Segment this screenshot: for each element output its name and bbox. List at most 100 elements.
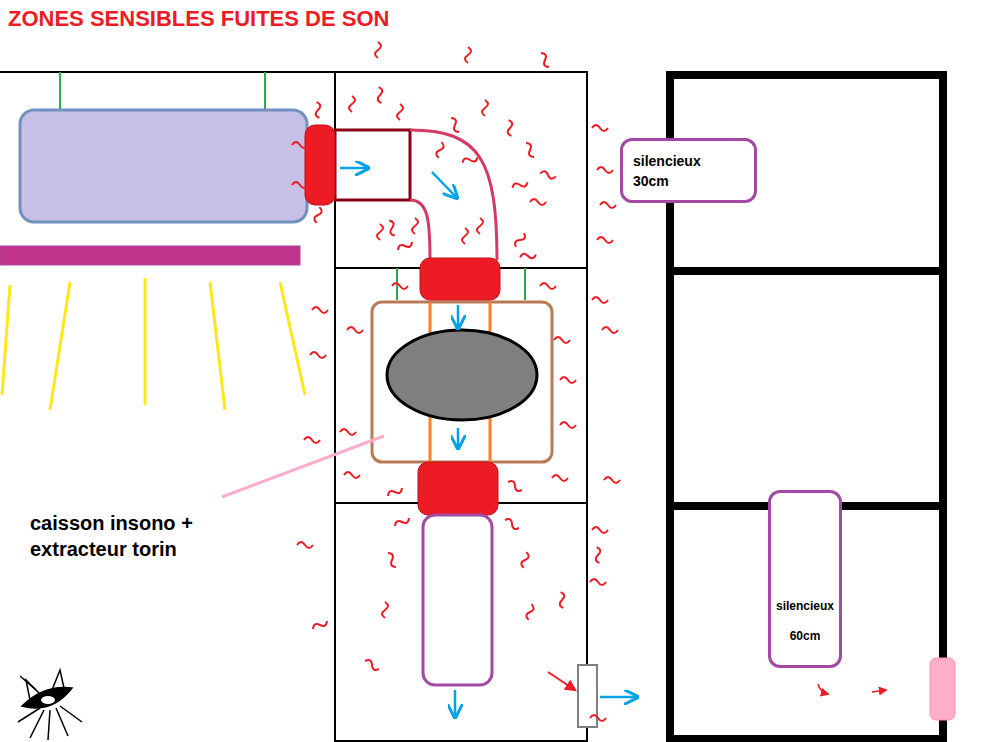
collar — [418, 462, 498, 515]
sound-leak-mark — [436, 142, 445, 159]
sound-leak-mark — [597, 167, 613, 173]
collar — [420, 258, 500, 300]
sound-leak-mark — [511, 179, 528, 190]
sound-leak-mark — [482, 100, 488, 116]
lamp-reflector — [20, 110, 307, 222]
sound-leak-mark — [552, 475, 568, 481]
hanger — [264, 72, 266, 110]
sound-leak-mark — [344, 472, 360, 478]
sound-leak-mark — [592, 527, 608, 533]
hanger — [59, 72, 61, 110]
airflow-arrow — [432, 172, 456, 197]
sound-leak-mark — [465, 47, 471, 63]
sound-leak-mark — [385, 552, 398, 569]
sound-leak-mark — [382, 602, 388, 618]
sound-leak-mark — [412, 218, 418, 234]
vent-grille — [930, 658, 955, 720]
flexible-duct — [410, 200, 430, 260]
sound-leak-mark — [314, 207, 323, 224]
collar — [305, 125, 500, 515]
sound-leak-mark — [292, 142, 308, 148]
sound-leak-mark — [526, 604, 535, 621]
leak-arrow — [818, 684, 828, 694]
sound-leak-mark — [520, 252, 537, 261]
light-rays — [2, 278, 305, 410]
light-rays — [280, 282, 305, 395]
cat-signature — [56, 708, 68, 736]
sound-leak-mark — [504, 517, 521, 530]
cat-signature — [41, 696, 55, 704]
sound-leak-mark — [312, 307, 328, 313]
sound-leak-mark — [523, 142, 536, 159]
sound-leak-mark — [387, 485, 404, 498]
sound-leak-mark — [594, 547, 603, 564]
leader-line — [222, 436, 384, 497]
sound-leak-mark — [304, 437, 320, 443]
sound-leak-mark — [349, 96, 355, 112]
leak-arrow — [872, 690, 886, 692]
sound-leak-mark — [602, 327, 618, 333]
airflow-arrow — [454, 690, 457, 716]
silencer-box: silencieux 60cm — [768, 490, 842, 668]
sound-leak-mark — [538, 52, 551, 69]
sound-leak-mark — [530, 199, 546, 205]
sound-leak-mark — [554, 337, 570, 343]
sound-leak-mark — [513, 232, 526, 249]
cat-signature — [18, 708, 40, 722]
airflow-arrow — [340, 167, 367, 170]
sound-leak-mark — [461, 154, 478, 165]
cat-signature — [20, 676, 36, 690]
sound-leak-mark — [521, 552, 530, 569]
sound-leak-mark — [392, 283, 408, 289]
collar — [305, 125, 335, 205]
silencer-tube — [423, 515, 492, 685]
airflow-arrow — [600, 696, 636, 699]
silencer-label: silencieux 60cm — [774, 591, 836, 651]
sound-leak-mark — [297, 542, 313, 548]
sound-leak-mark — [592, 297, 608, 303]
cabinet-frame — [0, 72, 587, 741]
sound-leak-mark — [462, 228, 468, 244]
sound-leak-mark — [597, 237, 613, 243]
light-rays — [144, 278, 147, 405]
sound-leak-mark — [376, 87, 385, 104]
sound-leak-mark — [397, 104, 403, 120]
light-rays — [2, 285, 10, 395]
sound-leak-mark — [590, 715, 606, 721]
fan-extractor — [387, 330, 537, 420]
sound-leak-mark — [364, 658, 381, 671]
sound-leak-mark — [340, 429, 356, 435]
sound-leak-mark — [506, 120, 515, 137]
sound-leak-mark — [592, 125, 608, 131]
cat-signature — [60, 706, 82, 722]
sound-leak-mark — [507, 479, 524, 492]
sound-leak-mark — [558, 592, 567, 609]
sound-leak-mark — [540, 283, 556, 289]
title: ZONES SENSIBLES FUITES DE SON — [8, 6, 389, 32]
light-rays — [50, 282, 70, 410]
sound-leak-mark — [397, 239, 414, 252]
sound-leak-mark — [604, 477, 620, 483]
cat-signature — [48, 710, 50, 740]
cat-signature — [30, 710, 44, 738]
sound-leak-mark — [347, 327, 363, 333]
sound-leak-mark — [540, 171, 557, 180]
sound-leak-mark — [314, 102, 323, 119]
vent-grille — [578, 665, 597, 727]
cat-signature — [18, 670, 82, 740]
sound-leak-mark — [394, 515, 411, 528]
airflow-arrow — [457, 305, 460, 327]
cabinet-frame — [335, 72, 587, 741]
sound-leak-mark — [310, 352, 326, 358]
sound-leak-marks — [292, 42, 620, 721]
sound-leak-mark — [312, 618, 329, 631]
flexible-duct — [410, 130, 497, 260]
sound-leak-mark — [375, 42, 381, 58]
silencer-box: silencieux 30cm — [620, 138, 757, 203]
callout-label: caisson insono + extracteur torin — [30, 510, 230, 562]
duct-adapter — [335, 130, 410, 200]
silencer-label: silencieux 30cm — [633, 151, 713, 191]
leak-arrow — [548, 672, 575, 690]
sound-leak-mark — [292, 182, 308, 188]
sound-leak-mark — [377, 224, 383, 240]
